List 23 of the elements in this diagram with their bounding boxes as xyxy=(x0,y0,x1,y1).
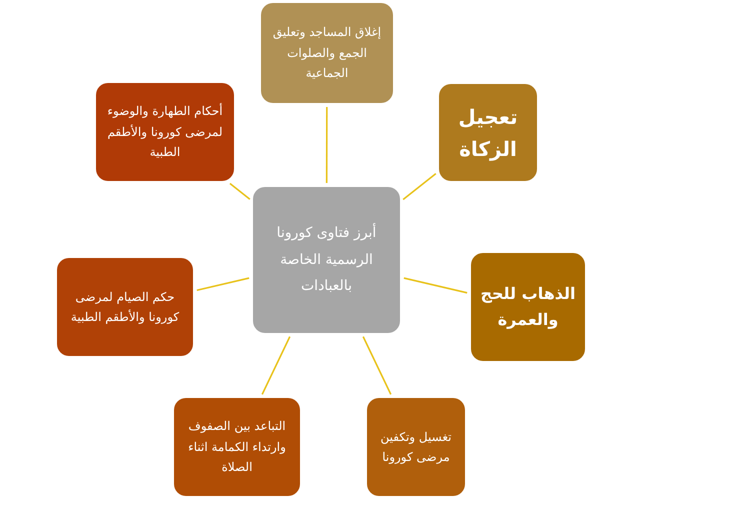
topic-box xyxy=(261,3,393,103)
topic-box xyxy=(96,83,234,181)
box-text: أحكام الطهارة والوضوء لمرضى كورونا والأطقم الطبية xyxy=(106,102,224,162)
box-text: تغسيل وتكفين مرضى كورونا xyxy=(380,428,452,466)
box-text: أبرز فتاوى كورونا الرسمية الخاصة بالعبادات xyxy=(276,222,378,296)
connector-line xyxy=(261,336,291,395)
central-topic-box xyxy=(253,187,400,333)
connector-line xyxy=(402,173,436,200)
topic-box xyxy=(471,253,585,361)
box-text: حكم الصيام لمرضى كورونا والأطقم الطبية xyxy=(70,288,180,326)
topic-box xyxy=(367,398,465,496)
box-text: الذهاب للحج والعمرة xyxy=(479,283,577,331)
topic-box xyxy=(57,258,193,356)
connector-line xyxy=(196,277,250,291)
connector-line xyxy=(229,182,250,200)
box-text: التباعد بين الصفوف وارتداء الكمامة اثناء الصلاة xyxy=(187,418,287,476)
topic-box xyxy=(174,398,300,496)
box-text: تعجيل الزكاة xyxy=(457,104,519,163)
connector-line xyxy=(404,277,468,294)
connector-line xyxy=(362,336,392,395)
topic-box xyxy=(439,84,537,181)
box-text: إغلاق المساجد وتعليق الجمع والصلوات الجماعية xyxy=(272,24,382,82)
connector-line xyxy=(326,107,328,183)
